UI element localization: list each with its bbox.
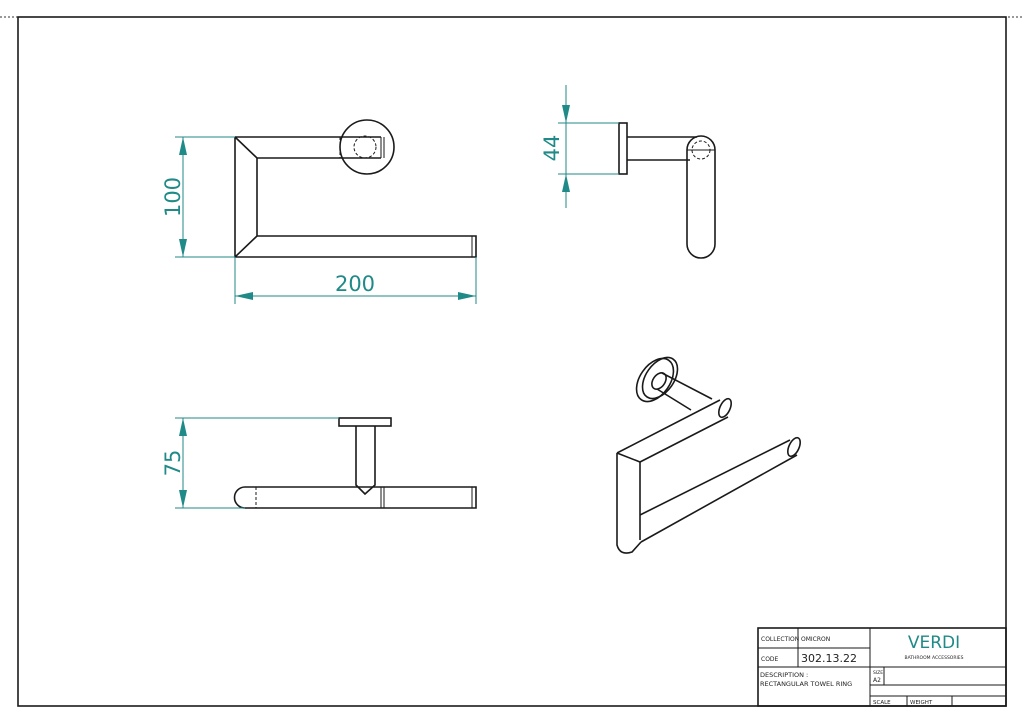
scale-label: SCALE: [873, 700, 891, 706]
size-value: A2: [873, 677, 881, 684]
title-block: COLLECTION OMICRON CODE 302.13.22 DESCRI…: [757, 627, 1007, 707]
dimension-75: 75: [161, 417, 339, 509]
isometric-view: [616, 356, 801, 554]
dimension-label-75: 75: [161, 450, 185, 477]
description-label: DESCRIPTION :: [760, 671, 808, 679]
dimension-100: 100: [161, 136, 235, 258]
top-view: [233, 417, 477, 509]
collection-value: OMICRON: [801, 636, 830, 643]
collection-label: COLLECTION: [761, 636, 799, 643]
front-view: [234, 119, 477, 258]
drawing-frame: [17, 16, 1007, 707]
description-value: RECTANGULAR TOWEL RING: [760, 680, 852, 688]
dimension-200: 200: [234, 257, 477, 304]
dimension-label-44: 44: [540, 135, 564, 162]
dimension-label-100: 100: [161, 177, 185, 217]
code-value: 302.13.22: [801, 652, 857, 665]
rosette-circle: [339, 119, 395, 175]
code-label: CODE: [761, 656, 779, 663]
side-view: [618, 122, 716, 259]
size-label: SIZE: [873, 670, 883, 676]
weight-label: WEIGHT: [910, 700, 933, 706]
brand-logo: VERDI: [908, 633, 960, 653]
dimension-44: 44: [540, 85, 619, 208]
dimension-label-200: 200: [335, 272, 375, 296]
brand-subtitle: BATHROOM ACCESSORIES: [904, 655, 963, 661]
hidden-screw-circle: [353, 135, 377, 159]
